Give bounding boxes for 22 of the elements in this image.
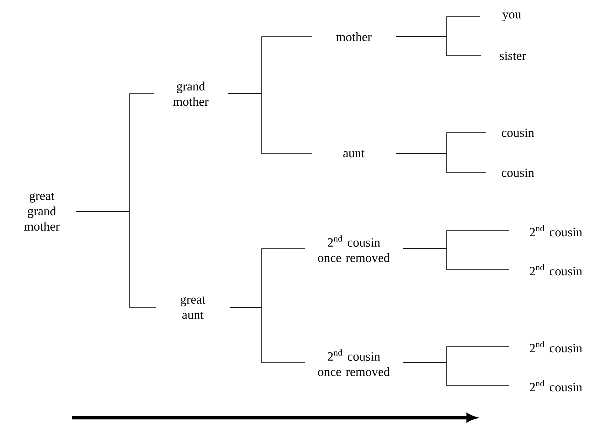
relative-label: 2$^{nd}$ cousin once removed: [318, 350, 390, 376]
relative-label: 2$^{nd}$ cousin: [530, 380, 582, 392]
tree-connector: [396, 154, 486, 174]
relative-label: grand mother: [173, 82, 209, 106]
tree-connector: [228, 94, 312, 154]
relative-label: sister: [500, 52, 526, 60]
tree-connector: [396, 36, 482, 56]
relative-label: you: [502, 12, 522, 22]
relative-label: great aunt: [180, 296, 206, 320]
relative-label: cousin: [502, 128, 534, 138]
relative-label: aunt: [344, 150, 365, 158]
relative-label: 2$^{nd}$ cousin once removed: [318, 236, 390, 262]
tree-connector: [230, 308, 306, 364]
relative-label: 2$^{nd}$ cousin: [530, 341, 582, 353]
relative-label: 2$^{nd}$ cousin: [530, 264, 582, 276]
relative-label: great grand mother: [24, 193, 60, 231]
relative-label: mother: [336, 32, 372, 42]
relative-label: 2$^{nd}$ cousin: [530, 225, 582, 237]
relative-label: cousin: [502, 168, 534, 178]
tree-connector: [402, 248, 510, 270]
tree-connector: [76, 212, 156, 308]
tree-connector: [402, 362, 510, 386]
